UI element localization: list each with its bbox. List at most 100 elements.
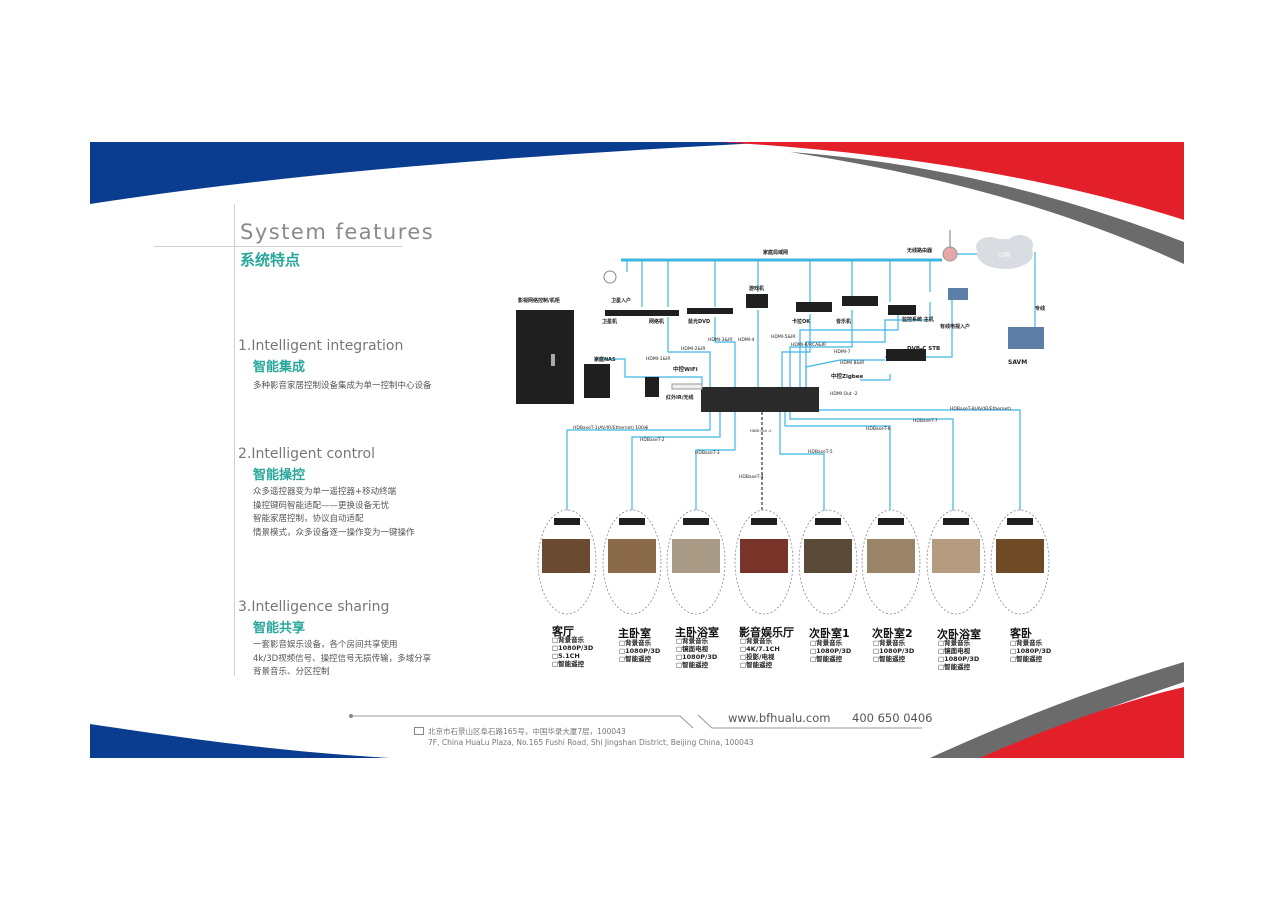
feature-2-description: 众多遥控器变为单一遥控器+移动终端 操控键码智能适配——更换设备无忧 智能家居控…	[253, 486, 415, 540]
feature-3-line: 4k/3D视频信号、操控信号无损传输，多域分享	[253, 653, 432, 664]
router-icon	[942, 246, 958, 262]
room-name: 次卧浴室	[937, 628, 981, 641]
bottom-blue-swoosh	[90, 724, 390, 758]
server-label: 影视网络控制/机柜	[518, 297, 560, 304]
feature-3-line: 一套影音娱乐设备，各个房间共享使用	[253, 640, 398, 650]
nas-label: 家庭NAS	[594, 356, 616, 363]
room-feature: □1080P/3D	[810, 647, 852, 655]
game-console-icon	[746, 294, 768, 308]
receiver-icon	[751, 518, 777, 525]
room-feature: □1080P/3D	[676, 653, 718, 661]
slide: System features 系统特点 1.Intelligent integ…	[90, 142, 1184, 758]
feature-1-description: 多种影音家居控制设备集成为单一控制中心设备	[253, 380, 432, 394]
router-label: 无线路由器	[906, 247, 933, 254]
room-feature: □智能遥控	[552, 660, 585, 668]
hdmi-label: HDMI-4	[738, 337, 755, 343]
music-player-icon	[842, 296, 878, 306]
footer-phone: 400 650 0406	[852, 711, 933, 725]
hdbaset-label: HDBaseT-4	[739, 474, 764, 480]
cloud-label: 公网	[998, 252, 1010, 259]
room-photo	[672, 539, 720, 573]
hdbaset-label: HDBaseT-1(AV/IR/Ethernet) 100米	[573, 424, 649, 431]
receiver-icon	[815, 518, 841, 525]
room-feature: □1080P/3D	[873, 647, 915, 655]
room-feature: □智能遥控	[873, 655, 906, 663]
room-feature: □背景音乐	[873, 639, 906, 647]
hdmi-label: HDMI-2&IR	[681, 346, 706, 352]
room-feature: □智能遥控	[938, 663, 971, 671]
room-photo	[608, 539, 656, 573]
top-red-swoosh	[720, 142, 1184, 220]
device-label: 游戏机	[749, 285, 764, 292]
hdmi-label: HDMI-7	[834, 349, 851, 355]
karaoke-icon	[796, 302, 832, 312]
wifi-label: 中控WiFi	[673, 365, 698, 373]
room-photo	[867, 539, 915, 573]
hdbaset-label: HDBaseT-7	[913, 418, 938, 424]
room-feature: □智能遥控	[810, 655, 843, 663]
hdmi-label: HDMI-6/RCA&IR	[791, 342, 826, 348]
feature-2-title-en: 2.Intelligent control	[238, 446, 375, 462]
room-name: 主卧浴室	[675, 626, 719, 639]
title-underline	[154, 246, 402, 247]
page-title-en: System features	[240, 220, 435, 244]
footer-address-en: 7F, China HuaLu Plaza, No.165 Fushi Road…	[428, 738, 754, 747]
page-title-cn: 系统特点	[240, 251, 301, 269]
device-label: 网络机	[649, 318, 664, 325]
nas-icon	[584, 364, 610, 398]
hdbaset-label: HDBaseT-6	[866, 426, 891, 432]
device-label: 卡拉OK	[792, 318, 811, 325]
ir-label: 红外IR/无线	[666, 394, 694, 401]
room-feature: □背景音乐	[552, 636, 585, 644]
room-name: 客卧	[1010, 627, 1032, 640]
central-hub-icon	[701, 387, 819, 412]
room-feature: □背景音乐	[740, 637, 773, 645]
feature-3-title-cn: 智能共享	[253, 621, 306, 636]
line-label: 专线	[1035, 305, 1045, 312]
network-player-icon	[647, 310, 679, 316]
cloud-icon	[976, 235, 1033, 269]
room-features: □背景音乐 □4K/7.1CH □投影/电视 □智能遥控	[740, 637, 780, 669]
monitor-host-icon	[888, 305, 916, 315]
room-feature: □背景音乐	[810, 639, 843, 647]
hdmi-out-small-label: HDMI Out -2	[750, 429, 771, 433]
system-diagram: 公网 无线路由器 家庭局域网 专线 SAVM 影视网络控制/机柜 家庭NAS	[516, 230, 1050, 615]
room-features: □背景音乐 □镜面电视 □1080P/3D □智能遥控	[938, 639, 979, 671]
hdmi-label: HDMI-3&IR	[708, 337, 733, 343]
device-label: 卫星机	[602, 318, 617, 325]
device-label: 监控系统 主机	[902, 316, 934, 323]
network-label: 家庭局域网	[763, 249, 788, 256]
tablet-icon	[645, 377, 659, 397]
bottom-gray-swoosh	[930, 662, 1184, 758]
top-blue-swoosh	[90, 142, 780, 204]
room-feature: □智能遥控	[740, 661, 773, 669]
room-photo	[542, 539, 590, 573]
bottom-red-swoosh	[980, 687, 1184, 758]
room-feature: □1080P/3D	[619, 647, 661, 655]
room-name: 主卧室	[618, 627, 651, 640]
feature-3-description: 一套影音娱乐设备，各个房间共享使用 4k/3D视频信号、操控信号无损传输，多域分…	[253, 639, 431, 680]
feature-2-line: 情景模式，众多设备逐一操作变为一键操作	[253, 527, 415, 538]
hdbaset-label: HDBaseT-3	[695, 450, 720, 456]
footer-url[interactable]: www.bfhualu.com	[728, 711, 831, 725]
room-name: 次卧室2	[872, 627, 913, 640]
room-name: 客厅	[552, 625, 574, 638]
feature-3-line: 背景音乐、分区控制	[253, 667, 330, 677]
hdmi-label: HDMI-5&IR	[771, 334, 796, 340]
feature-1-title-cn: 智能集成	[253, 360, 306, 375]
bluray-icon	[687, 308, 733, 314]
feature-2-title-cn: 智能操控	[253, 468, 306, 483]
room-feature: □镜面电视	[676, 645, 709, 653]
feature-1-line: 多种影音家居控制设备集成为单一控制中心设备	[253, 381, 432, 391]
feature-2-line: 众多遥控器变为单一遥控器+移动终端	[253, 487, 397, 497]
room-name: 次卧室1	[809, 627, 850, 640]
savm-icon	[1008, 327, 1044, 349]
room-feature: □5.1CH	[552, 652, 580, 660]
dvb-stb-icon	[886, 349, 926, 361]
room-feature: □背景音乐	[676, 637, 709, 645]
mail-icon	[414, 727, 424, 735]
receiver-icon	[554, 518, 580, 525]
room-features: □背景音乐 □1080P/3D □智能遥控	[810, 639, 851, 663]
room-features: □背景音乐 □1080P/3D □5.1CH □智能遥控	[552, 636, 593, 668]
room-photo	[804, 539, 852, 573]
